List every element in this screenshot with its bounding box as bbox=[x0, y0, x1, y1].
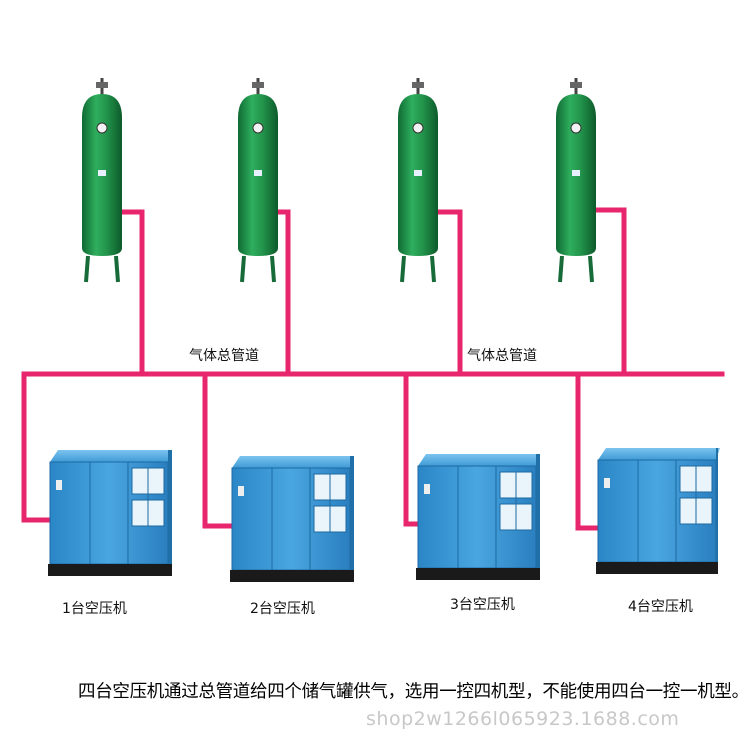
air-compressor-3 bbox=[416, 454, 540, 580]
compressor-label-4: 4台空压机 bbox=[628, 599, 693, 615]
air-tank-3 bbox=[398, 78, 438, 283]
caption: 四台空压机通过总管道给四个储气罐供气，选用一控四机型，不能使用四台一控一机型。 bbox=[78, 682, 749, 702]
compressor-label-1: 1台空压机 bbox=[62, 601, 127, 617]
tank-feed-pipes bbox=[122, 207, 627, 374]
air-compressor-1 bbox=[48, 450, 172, 576]
air-tank-4 bbox=[556, 78, 596, 283]
air-compressor-4 bbox=[596, 448, 720, 574]
air-tank-2 bbox=[238, 78, 278, 283]
compressor-label-3: 3台空压机 bbox=[450, 597, 515, 613]
compressor-label-2: 2台空压机 bbox=[250, 601, 315, 617]
pipe-label-right: 气体总管道 bbox=[467, 348, 537, 364]
watermark: shop2w1266l065923.1688.com bbox=[366, 708, 680, 730]
air-tank-1 bbox=[82, 78, 122, 283]
air-compressor-2 bbox=[230, 456, 354, 582]
pipe-label-left: 气体总管道 bbox=[189, 348, 259, 364]
